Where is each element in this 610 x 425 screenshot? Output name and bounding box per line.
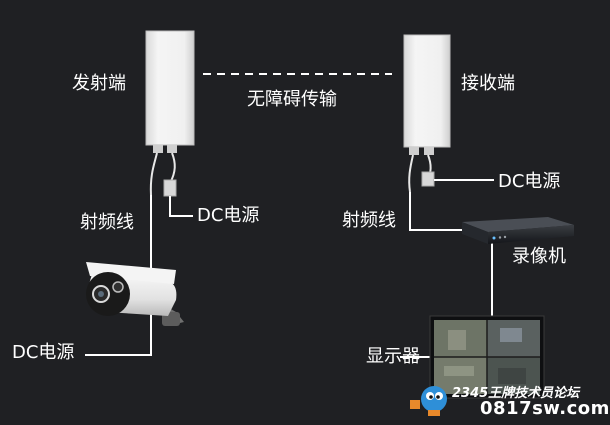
- bullet-camera-icon: [86, 262, 184, 326]
- receiver-dc-plug-icon: [421, 171, 435, 187]
- rx-dc-power-label: DC电源: [498, 171, 561, 192]
- transmitter-antenna-icon: [145, 30, 195, 153]
- tx-rf-cable-label: 射频线: [80, 212, 134, 233]
- monitor-icon: [429, 315, 545, 399]
- nvr-recorder-icon: [462, 217, 574, 244]
- tx-rf-cable-line: [85, 195, 152, 356]
- receiver-antenna-icon: [403, 34, 451, 155]
- camera-dc-power-label: DC电源: [12, 342, 75, 363]
- watermark-url: 0817sw.com: [480, 398, 610, 419]
- tx-dc-power-line: [169, 196, 193, 217]
- mascot-logo-icon: [410, 386, 447, 416]
- display-label: 显示器: [366, 346, 420, 367]
- recorder-label: 录像机: [512, 246, 566, 267]
- wireless-link-label: 无障碍传输: [247, 89, 337, 110]
- transmitter-label: 发射端: [72, 73, 126, 94]
- tx-dc-power-label: DC电源: [197, 205, 260, 226]
- rx-rf-cable-label: 射频线: [342, 210, 396, 231]
- site-watermark: 2345王牌技术员论坛 0817sw.com: [418, 378, 609, 424]
- transmitter-dc-plug-icon: [163, 179, 177, 197]
- connector-lines: [85, 179, 494, 358]
- watermark-site-name: 2345王牌技术员论坛: [452, 386, 580, 401]
- rx-rf-cable-line: [409, 192, 466, 231]
- receiver-label: 接收端: [461, 73, 515, 94]
